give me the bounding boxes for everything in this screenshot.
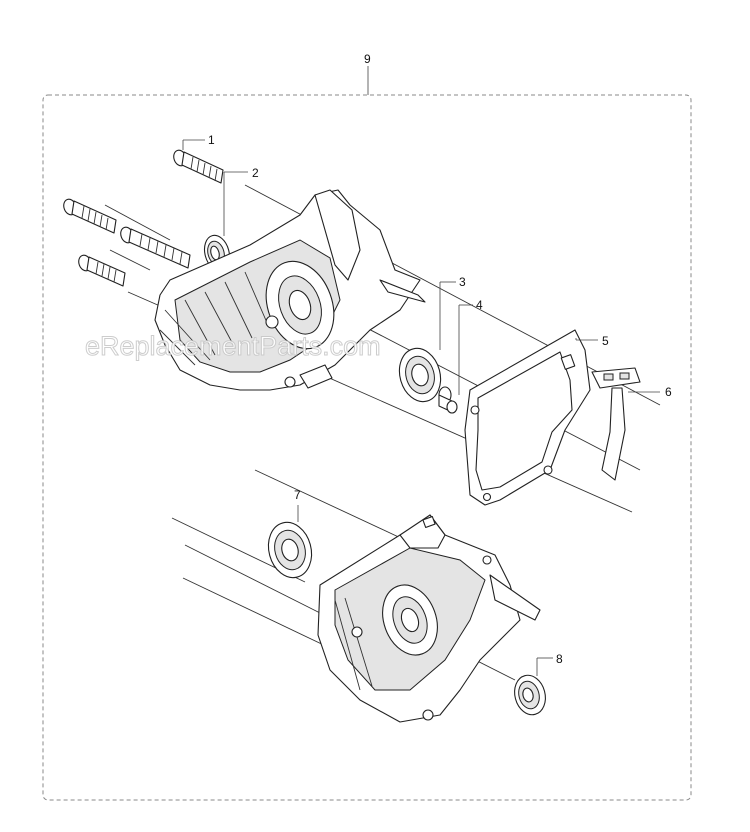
callout-8[interactable]: 8 bbox=[556, 652, 563, 666]
bearing-lower[interactable] bbox=[262, 518, 317, 583]
callout-9[interactable]: 9 bbox=[364, 52, 371, 66]
gasket[interactable] bbox=[464, 329, 591, 506]
bearing-upper[interactable] bbox=[394, 344, 447, 407]
crankcase-lower-half[interactable] bbox=[317, 514, 541, 723]
callout-3[interactable]: 3 bbox=[459, 275, 466, 289]
screw-left-1[interactable] bbox=[62, 197, 117, 234]
callout-7[interactable]: 7 bbox=[294, 488, 301, 502]
screw-left-2[interactable] bbox=[119, 225, 191, 269]
callout-4[interactable]: 4 bbox=[476, 298, 483, 312]
callout-2[interactable]: 2 bbox=[252, 166, 259, 180]
crankcase-upper-half[interactable] bbox=[154, 189, 426, 391]
oil-pump-part[interactable] bbox=[591, 367, 641, 481]
dowel-pin-1[interactable] bbox=[438, 386, 458, 414]
screw-top[interactable] bbox=[172, 148, 224, 184]
callout-5[interactable]: 5 bbox=[602, 334, 609, 348]
watermark-text: eReplacementParts.com bbox=[85, 331, 381, 361]
callout-6[interactable]: 6 bbox=[665, 385, 672, 399]
callout-1[interactable]: 1 bbox=[208, 133, 215, 147]
assembly-boundary bbox=[42, 94, 692, 801]
screw-left-3[interactable] bbox=[77, 253, 126, 287]
seal-lower[interactable] bbox=[510, 672, 549, 718]
